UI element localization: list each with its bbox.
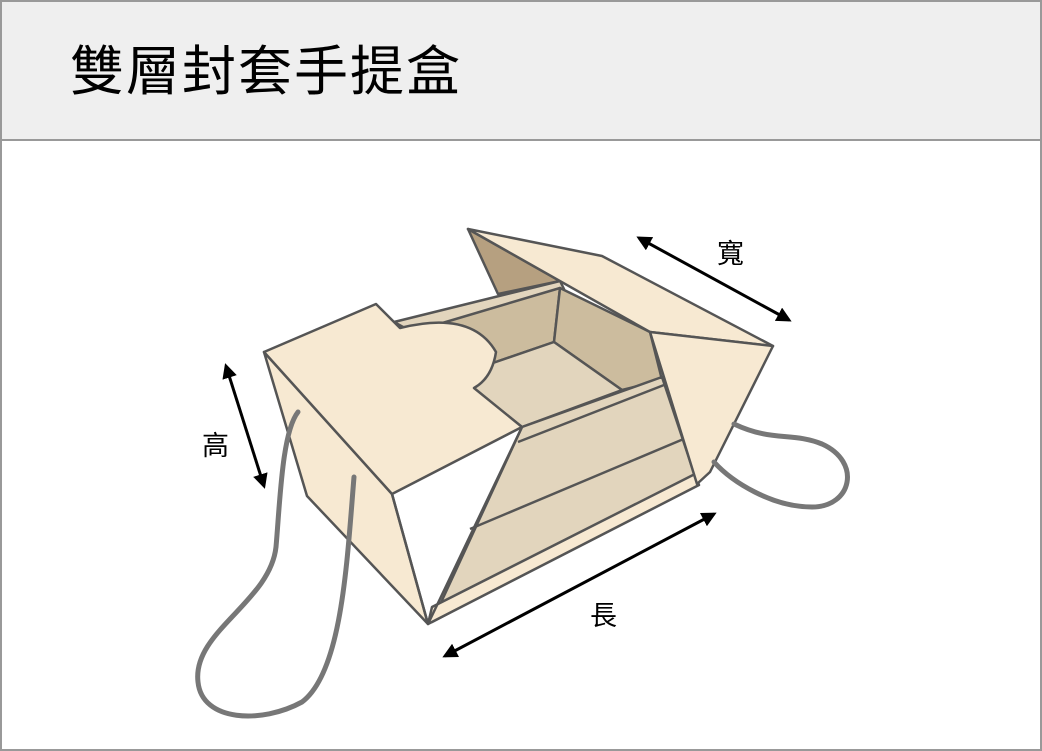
page-title: 雙層封套手提盒 <box>70 40 462 103</box>
right-rope <box>711 421 850 510</box>
rope-handles <box>195 409 850 719</box>
length-label: 長 <box>590 601 617 632</box>
title-bar: 雙層封套手提盒 <box>2 2 1040 141</box>
right-side-panel <box>648 330 775 486</box>
width-label: 寬 <box>717 239 744 270</box>
dimension-arrows <box>222 236 792 658</box>
width-arrow <box>636 236 792 322</box>
box-body <box>262 227 775 626</box>
front-edge <box>390 493 430 625</box>
height-label: 高 <box>202 431 229 462</box>
front-flap <box>262 302 524 496</box>
height-arrow <box>222 363 268 489</box>
length-arrow <box>442 512 717 658</box>
inner-fold-line-1 <box>517 383 665 444</box>
left-rope <box>195 409 357 719</box>
